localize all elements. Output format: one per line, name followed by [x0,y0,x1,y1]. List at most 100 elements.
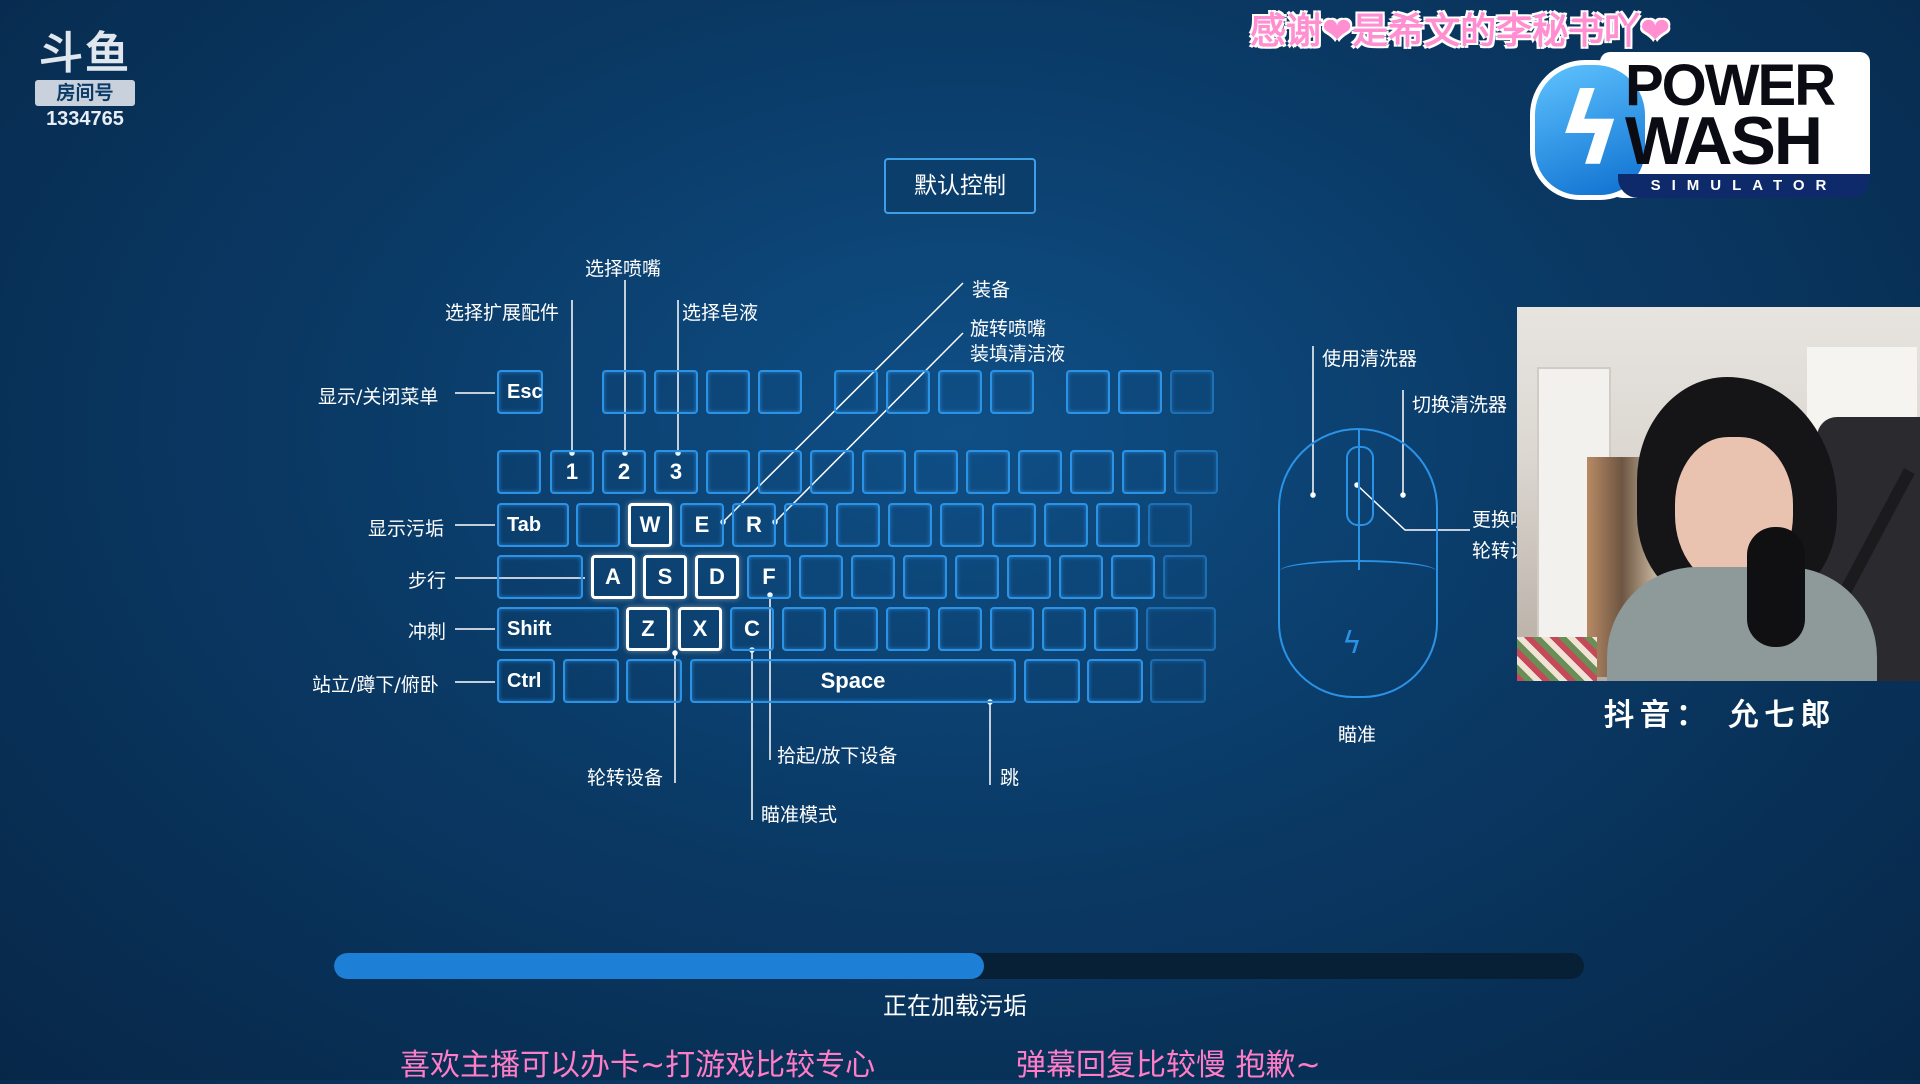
label-sprint: 冲刺 [408,621,447,643]
key-blank [784,503,828,547]
key-blank [497,450,541,494]
key-blank [1150,659,1206,703]
key-blank [576,503,620,547]
key-ctrl: Ctrl [497,659,555,703]
key-blank [810,450,854,494]
key-blank [706,370,750,414]
key-caps [497,555,583,599]
cam-person-sweater [1607,567,1877,681]
key-blank [990,607,1034,651]
mouse-diagram: ϟ [1278,428,1438,698]
key-blank [966,450,1010,494]
key-2: 2 [602,450,646,494]
key-x: X [678,607,722,651]
douyu-logo: 斗鱼 房间号 1334765 [30,30,140,131]
room-label: 房间号 [35,80,135,106]
key-blank [1044,503,1088,547]
logo-word-wash: WASH [1625,103,1823,179]
key-blank [1087,659,1143,703]
key-blank [563,659,619,703]
label-change-partial: 更换喷 [1472,509,1530,531]
key-blank [782,607,826,651]
key-r: R [732,503,776,547]
key-blank [706,450,750,494]
key-1: 1 [550,450,594,494]
key-blank [992,503,1036,547]
key-blank [886,370,930,414]
controls-title: 默认控制 [884,158,1036,214]
key-blank [940,503,984,547]
logo-word-power: POWER [1625,53,1836,118]
label-rotate-nozzle: 旋转喷嘴 [970,318,1047,340]
key-z: Z [626,607,670,651]
key-blank [834,370,878,414]
key-blank [1096,503,1140,547]
key-blank [938,607,982,651]
ticker-right: 弹幕回复比较慢 抱歉~ [1016,1048,1321,1083]
label-switch-washer: 切换清洗器 [1412,394,1508,416]
label-cycle-partial: 轮转设 [1472,540,1530,562]
key-space: Space [690,659,1016,703]
key-blank [914,450,958,494]
key-blank [990,370,1034,414]
label-aim-mode: 瞄准模式 [761,804,838,826]
key-blank [758,450,802,494]
key-blank [1070,450,1114,494]
key-blank [626,659,682,703]
key-blank [851,555,895,599]
key-blank [654,370,698,414]
key-blank [834,607,878,651]
label-show-dirt: 显示污垢 [368,518,445,540]
loading-progress-bar [334,953,1584,979]
key-blank [1024,659,1080,703]
label-cycle-equipment: 轮转设备 [587,767,664,789]
mouse-body-line [1280,560,1436,582]
power-wash-logo: ϟ POWER WASH SIMULATOR [1530,46,1880,204]
label-stance: 站立/蹲下/俯卧 [312,674,439,696]
label-jump: 跳 [1000,767,1020,789]
label-toggle-menu: 显示/关闭菜单 [318,386,439,408]
ticker-left: 喜欢主播可以办卡~打游戏比较专心 [400,1048,876,1083]
mouse-wheel [1346,446,1374,526]
key-blank [836,503,880,547]
key-blank [602,370,646,414]
key-blank [1111,555,1155,599]
key-blank [862,450,906,494]
key-blank [938,370,982,414]
key-blank [888,503,932,547]
key-blank [799,555,843,599]
label-use-washer: 使用清洗器 [1322,348,1418,370]
key-a: A [591,555,635,599]
label-select-nozzle: 选择喷嘴 [585,258,662,280]
thanks-banner: 感谢❤是希文的李秘书吖❤ [1250,11,1671,52]
douyu-logo-mark: 斗鱼 [39,28,131,79]
key-blank [1163,555,1207,599]
label-fill-cleaner: 装填清洁液 [970,343,1066,365]
key-blank [1094,607,1138,651]
key-esc: Esc [497,370,543,414]
key-blank [1148,503,1192,547]
loading-text: 正在加载污垢 [883,992,1027,1020]
douyin-handle: 抖音： 允七郎 [1604,698,1837,733]
key-blank [1059,555,1103,599]
label-equip: 装备 [972,279,1011,301]
webcam-feed [1517,307,1920,681]
key-shift: Shift [497,607,619,651]
key-e: E [680,503,724,547]
key-s: S [643,555,687,599]
label-aim: 瞄准 [1338,724,1377,746]
key-blank [1118,370,1162,414]
key-w: W [628,503,672,547]
key-blank [1146,607,1216,651]
key-c: C [730,607,774,651]
key-f: F [747,555,791,599]
key-3: 3 [654,450,698,494]
microphone-icon [1747,527,1805,647]
key-blank [1066,370,1110,414]
key-blank [1174,450,1218,494]
key-blank [903,555,947,599]
loading-progress-fill [334,953,984,979]
key-blank [955,555,999,599]
key-blank [1170,370,1214,414]
